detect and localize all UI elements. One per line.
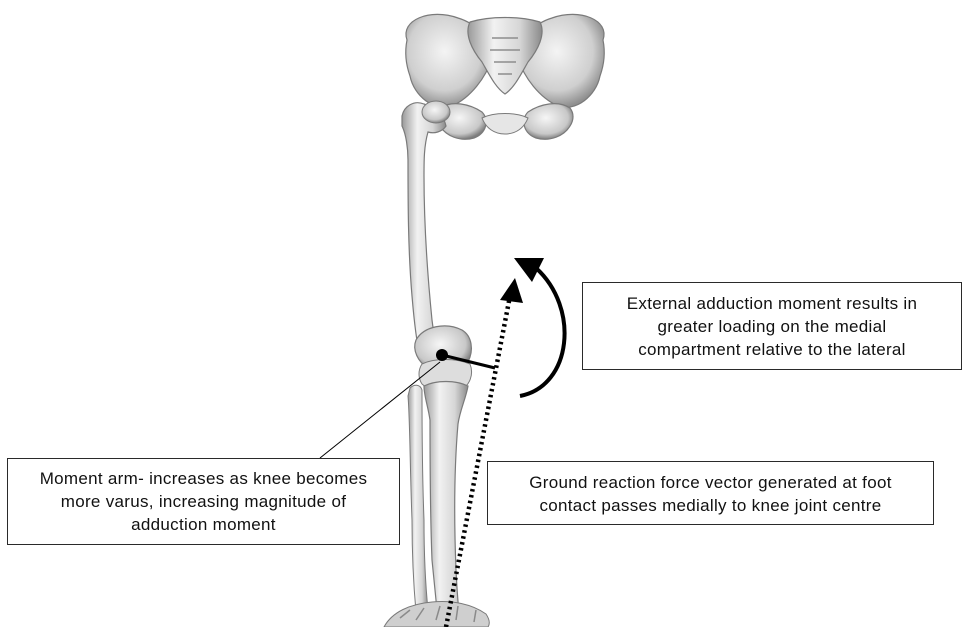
callout-text-line: Ground reaction force vector generated a…: [488, 471, 933, 494]
moment-arm-callout: Moment arm- increases as knee becomes mo…: [7, 458, 400, 545]
callout-text-line: External adduction moment results in: [583, 292, 961, 315]
callout-text-line: compartment relative to the lateral: [583, 338, 961, 361]
callout-text-line: greater loading on the medial: [583, 315, 961, 338]
tibia-bone-icon: [424, 382, 468, 621]
foot-bones-icon: [384, 602, 489, 627]
callout-text-line: more varus, increasing magnitude of: [8, 490, 399, 513]
callout-text-line: contact passes medially to knee joint ce…: [488, 494, 933, 517]
callout-text-line: Moment arm- increases as knee becomes: [8, 467, 399, 490]
femur-bone-icon: [402, 101, 450, 356]
adduction-moment-callout: External adduction moment results in gre…: [582, 282, 962, 370]
adduction-moment-arc: [520, 268, 565, 396]
callout-text-line: adduction moment: [8, 513, 399, 536]
fibula-bone-icon: [408, 385, 428, 612]
ground-reaction-force-callout: Ground reaction force vector generated a…: [487, 461, 934, 525]
force-vector-arrowhead: [500, 278, 523, 303]
